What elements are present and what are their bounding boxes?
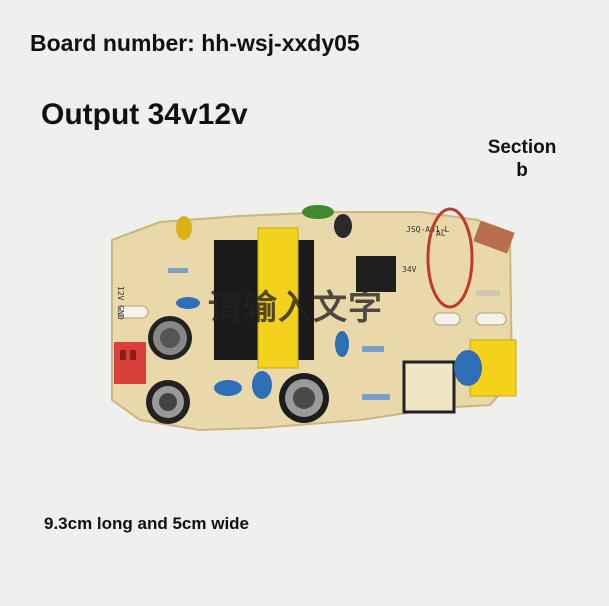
output-voltage-caption: Output 34v12v [41,98,248,131]
section-label-line2: b [516,160,528,181]
capacitor-large-center [279,373,329,423]
capacitor-lower-left [146,380,190,424]
mounting-hole-center [433,312,461,326]
regulator-chip [356,256,396,292]
ceramic-capacitor [335,331,349,357]
fuse-resistor [473,220,515,254]
resistor [168,268,188,273]
resistor [362,346,384,352]
silk-board-code: JSQ-A01-L [406,225,450,234]
mounting-hole-left [117,305,149,319]
silk-34v: 34V [402,265,417,274]
resistor [362,394,390,400]
connector-pin [120,350,126,360]
section-b-highlight [426,207,474,309]
transformer-bobbin [257,227,299,369]
silk-ac: AC [436,229,446,238]
resistor [476,290,500,296]
placeholder-overlay-text: 请输入文字 [208,289,383,327]
yellow-capacitor [176,216,192,240]
dimensions-caption: 9.3cm long and 5cm wide [44,514,250,533]
green-capacitor [302,205,334,219]
mounting-hole-right [475,312,507,326]
small-capacitor [334,214,352,238]
ceramic-capacitor [176,297,200,309]
capacitor-large-left [148,316,192,360]
connector-pin [130,350,136,360]
ceramic-capacitor [454,350,482,386]
section-b-label: Section b [484,136,560,182]
output-connector [114,342,146,384]
silk-12v-gnd: 12V GND [116,286,125,320]
board-number-caption: Board number: hh-wsj-xxdy05 [30,30,360,56]
common-mode-choke [402,360,456,414]
ceramic-capacitor [214,380,242,396]
ceramic-capacitor [252,371,272,399]
section-label-line1: Section [487,137,557,158]
